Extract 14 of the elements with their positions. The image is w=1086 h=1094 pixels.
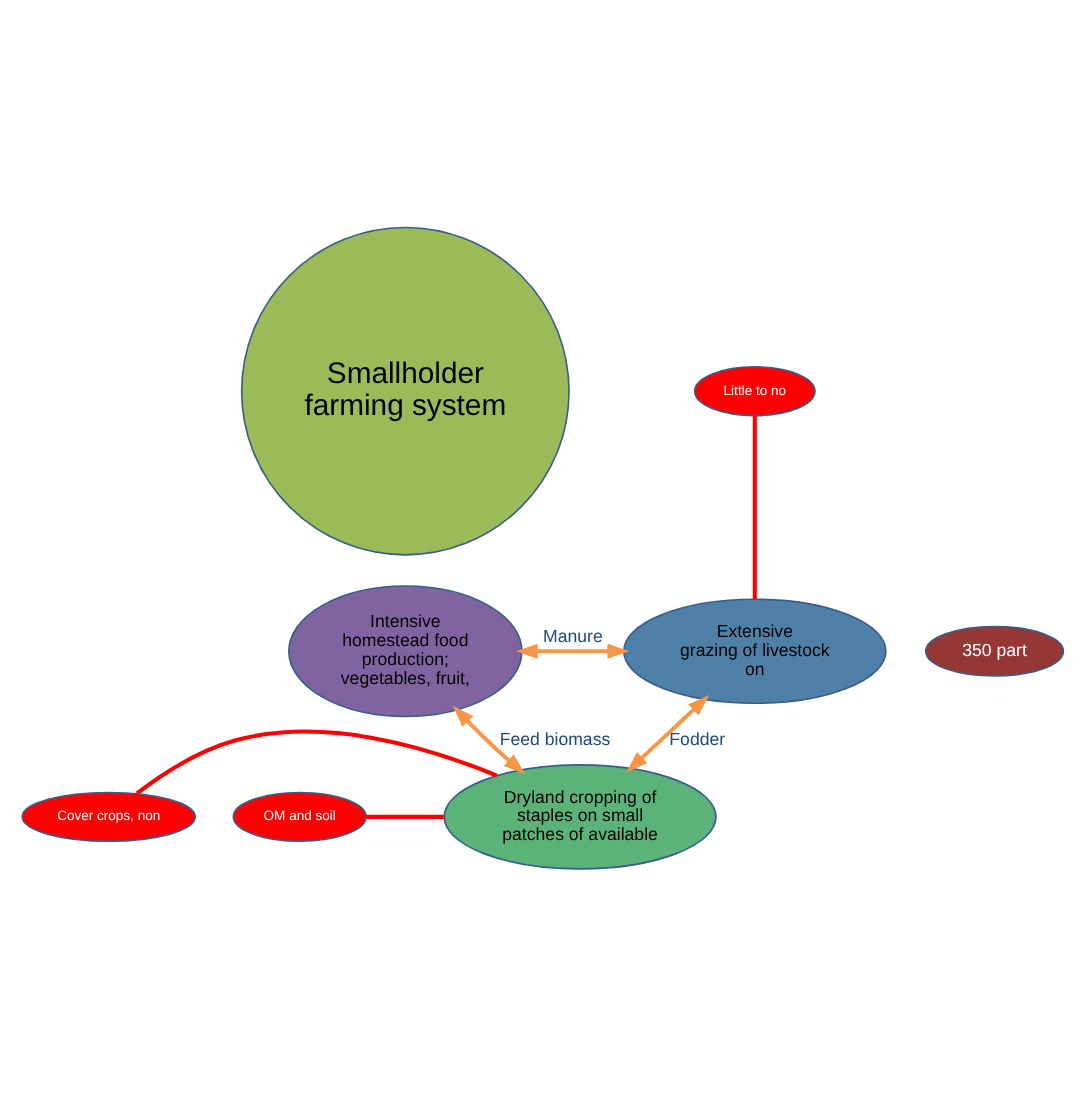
connector <box>752 414 757 599</box>
connector <box>365 813 444 818</box>
node-circle: Smallholder farming system <box>240 225 570 555</box>
node-ellipse: Dryland cropping of staples on small patches of available <box>443 763 717 869</box>
node-ellipse: 350 part <box>924 624 1065 676</box>
edge-label: Feed biomass <box>499 728 611 749</box>
arrow <box>516 642 630 658</box>
edge-label: Fodder <box>669 728 726 749</box>
arrow <box>626 694 710 772</box>
node-ellipse: Intensive homestead food production; vegetables, fruit, <box>288 584 523 717</box>
connector <box>135 728 498 795</box>
arrow <box>452 704 526 774</box>
node-ellipse: Extensive grazing of livestock on <box>622 597 887 704</box>
edge-label: Manure <box>543 625 603 646</box>
